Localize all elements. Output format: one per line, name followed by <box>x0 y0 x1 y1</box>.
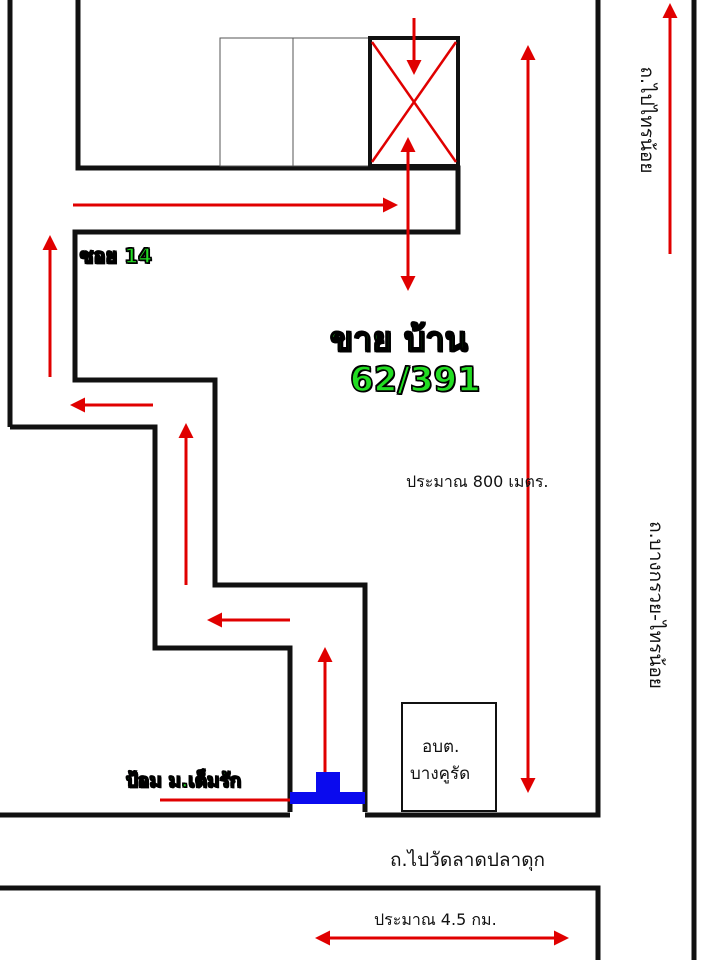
distance-800-label: ประมาณ 800 เมตร. <box>406 472 549 491</box>
road-sainoi-label: ถ.ไปไทรน้อย <box>636 66 658 174</box>
house-target-cross-icon <box>370 41 458 163</box>
road-outlines <box>0 0 697 960</box>
route-arrows <box>42 3 678 946</box>
sao-label-line-1: อบต. <box>422 737 460 757</box>
soi-road-lower-left <box>10 424 293 812</box>
page-title-line-2: 62/391 <box>349 359 481 401</box>
soi-road-upper-block <box>72 0 461 812</box>
house-row <box>219 36 460 168</box>
house-1 <box>219 37 294 167</box>
sao-building <box>401 702 497 812</box>
page-title-line-1: ขาย บ้าน <box>329 319 469 361</box>
road-bangkruai-label: ถ.บางกรวย-ไทรน้อย <box>645 521 667 689</box>
police-box-label: ป้อม ม.เต็มรัก <box>125 769 242 793</box>
main-road-bottom-edge <box>0 885 601 960</box>
police-box-icon <box>290 772 365 804</box>
soi-label: ซอย 14 <box>79 243 153 269</box>
distance-4-5-label: ประมาณ 4.5 กม. <box>374 910 497 929</box>
road-wat-label: ถ.ไปวัดลาดปลาดุก <box>390 849 546 871</box>
sao-label-line-2: บางคูรัด <box>410 764 471 784</box>
main-road-top-edge-right <box>365 0 601 818</box>
house-2 <box>292 37 371 167</box>
